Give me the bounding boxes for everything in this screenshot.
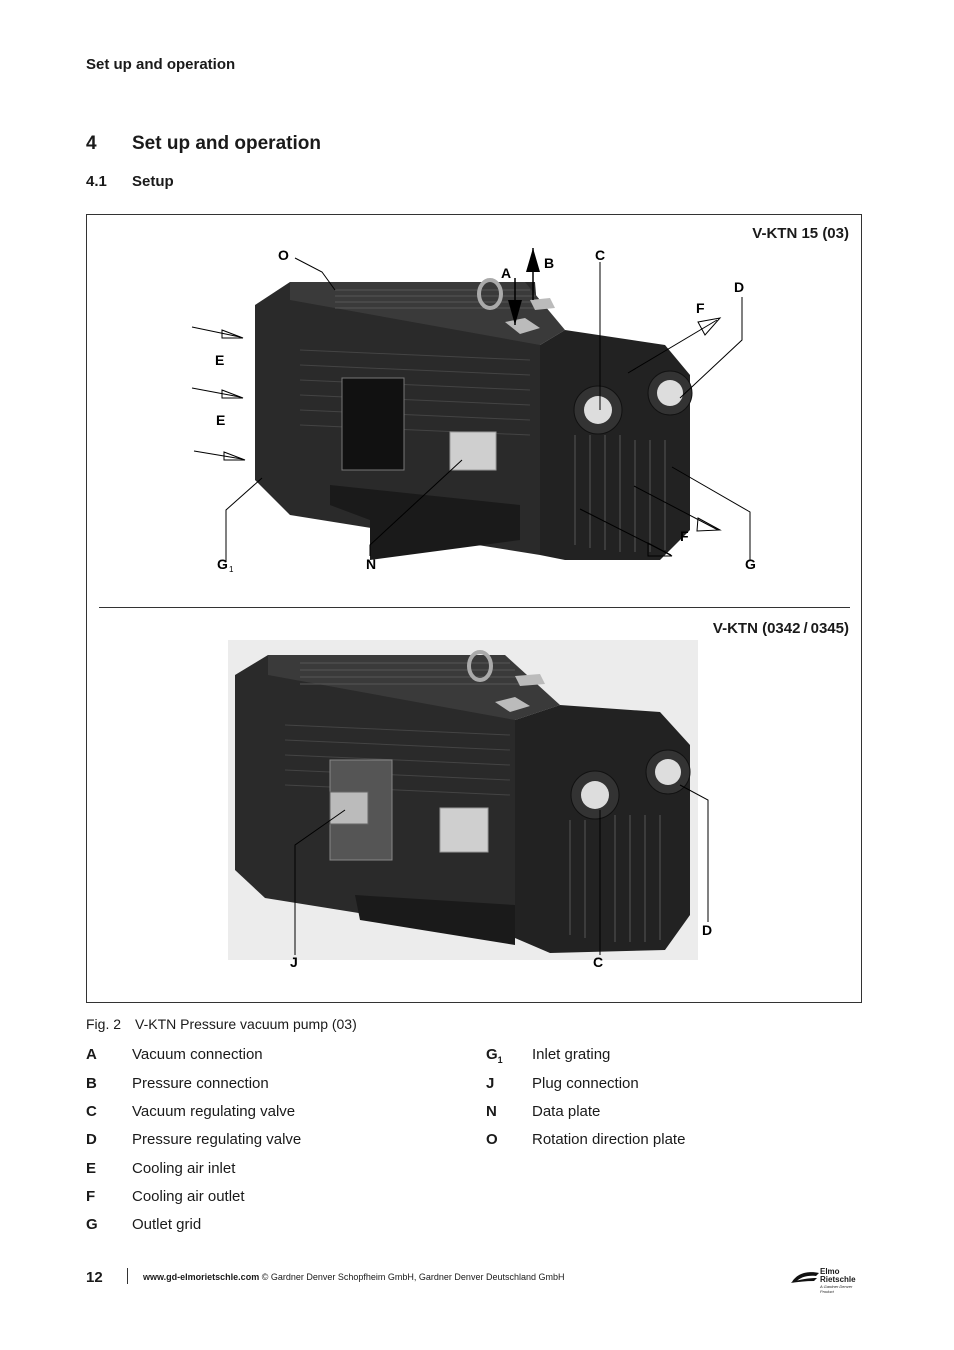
label-D: D [734, 279, 744, 295]
label-E-2: E [216, 412, 225, 428]
subsection-number: 4.1 [86, 173, 107, 190]
label-O: O [278, 247, 289, 263]
legend-key: E [86, 1160, 97, 1177]
figure-caption-text: V-KTN Pressure vacuum pump (03) [135, 1016, 357, 1032]
legend-value: Vacuum regulating valve [132, 1103, 296, 1120]
legend-value: Cooling air inlet [132, 1160, 236, 1177]
legend-key: O [486, 1131, 498, 1148]
legend-value: Plug connection [532, 1075, 639, 1092]
legend-value: Pressure connection [132, 1075, 269, 1092]
label-E-1: E [215, 352, 224, 368]
label-N: N [366, 556, 376, 572]
legend-value: Pressure regulating valve [132, 1131, 302, 1148]
running-header: Set up and operation [86, 56, 236, 73]
label-F-top: F [696, 300, 705, 316]
legend-key: G1 [486, 1046, 503, 1065]
label-F-bottom: F [680, 528, 689, 544]
footer-copyright: © Gardner Denver Schopfheim GmbH, Gardne… [261, 1272, 565, 1282]
legend-key: G [86, 1216, 98, 1233]
legend-value: Outlet grid [132, 1216, 202, 1233]
page-number: 12 [86, 1269, 103, 1286]
footer-url[interactable]: www.gd-elmorietschle.com [143, 1272, 260, 1282]
subsection-title: Setup [132, 173, 174, 190]
model-label-top: V-KTN 15 (03) [752, 225, 849, 242]
figure-caption-number: Fig. 2 [86, 1016, 122, 1032]
figure-frame [86, 214, 862, 1003]
legend-value: Vacuum connection [132, 1046, 263, 1063]
figure-separator [99, 607, 850, 608]
legend-key: B [86, 1075, 97, 1092]
pump-body-top [290, 282, 565, 345]
legend-key: J [486, 1075, 495, 1092]
data-plate [449, 431, 497, 471]
label-J: J [290, 954, 298, 970]
legend-value: Rotation direction plate [532, 1131, 686, 1148]
data-plate-bottom [439, 807, 489, 853]
section-title: Set up and operation [132, 133, 321, 154]
legend-key: N [486, 1103, 497, 1120]
label-C: C [595, 247, 605, 263]
footer-divider [127, 1268, 128, 1284]
label-G: G [745, 556, 756, 572]
model-label-bottom: V-KTN (0342 / 0345) [712, 620, 849, 637]
legend-key: A [86, 1046, 97, 1063]
label-C-bottom: C [593, 954, 603, 970]
figure-caption: Fig. 2 V-KTN Pressure vacuum pump (03) [86, 1016, 371, 1032]
pump-illustration-top: O A B C D F E E F G 1 N G [191, 247, 756, 574]
legend-value: Data plate [532, 1103, 601, 1120]
pump-illustration-bottom: D J C [228, 640, 712, 970]
legend-value: Cooling air outlet [132, 1188, 245, 1205]
logo-tagline: A Gardner Denver Product [820, 1284, 853, 1294]
terminal-box [341, 377, 405, 471]
logo-line-1: Elmo [820, 1267, 840, 1276]
label-B: B [544, 255, 554, 271]
logo-swoosh-icon [790, 1272, 819, 1283]
footer-text: www.gd-elmorietschle.com © Gardner Denve… [143, 1272, 564, 1282]
legend-key: C [86, 1103, 97, 1120]
label-G1-sub: 1 [229, 565, 234, 574]
logo-line-2: Rietschle [820, 1275, 856, 1284]
label-G1: G [217, 556, 228, 572]
label-D-bottom: D [702, 922, 712, 938]
legend-key: D [86, 1131, 97, 1148]
legend-value: Inlet grating [532, 1046, 611, 1063]
label-A: A [501, 265, 511, 281]
legend-key: F [86, 1188, 96, 1205]
section-number: 4 [86, 133, 97, 154]
elmo-rietschle-logo: Elmo Rietschle A Gardner Denver Product [790, 1266, 864, 1294]
